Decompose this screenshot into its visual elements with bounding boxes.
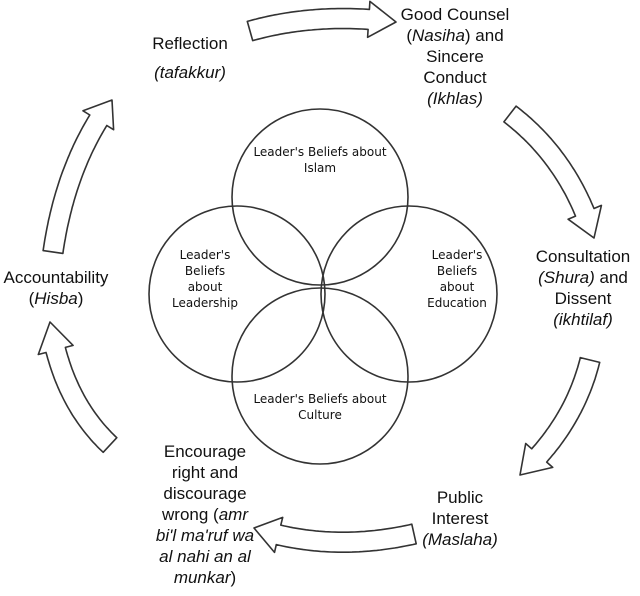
accountability-title: Accountability (3, 268, 109, 287)
arrow-consultation-to-public (519, 356, 601, 476)
belief-culture-line2: Culture (298, 408, 342, 422)
arrow-encourage-to-account (37, 321, 118, 454)
circle-education (320, 205, 498, 383)
good-counsel-and: ) and (464, 26, 504, 45)
encourage-line1: Encourage (163, 442, 247, 461)
encourage-line6: al nahi an al (159, 547, 251, 566)
cycle-arrows (37, 0, 603, 554)
consultation-and: and (594, 268, 628, 287)
belief-leadership-line4: Leadership (172, 296, 238, 310)
good-counsel-term2: (Ikhlas) (427, 89, 483, 108)
encourage-line4-term: amr (218, 505, 248, 524)
belief-leadership-line1: Leader's (179, 248, 231, 262)
arrow-account-to-reflection (42, 99, 115, 255)
accountability-paren-close: ) (77, 289, 84, 308)
belief-leadership-line3: about (187, 280, 223, 294)
circle-culture (231, 287, 409, 465)
belief-culture-label: Leader's Beliefs about Culture (240, 391, 400, 423)
belief-islam-line1: Leader's Beliefs about (253, 145, 387, 159)
label-consultation: Consultation (Shura) and Dissent (ikhtil… (527, 246, 639, 330)
label-accountability: Accountability (Hisba) (0, 267, 112, 309)
belief-education-label: Leader's Beliefs about Education (407, 247, 507, 311)
good-counsel-line3: Sincere (426, 47, 484, 66)
encourage-line3: discourage (163, 484, 247, 503)
good-counsel-term1: Nasiha (412, 26, 465, 45)
label-encourage: Encourage right and discourage wrong (am… (130, 441, 280, 588)
label-good-counsel: Good Counsel (Nasiha) and Sincere Conduc… (390, 4, 520, 109)
reflection-term: (tafakkur) (154, 63, 226, 82)
belief-education-line1: Leader's (431, 248, 483, 262)
belief-education-line2: Beliefs (436, 264, 478, 278)
belief-leadership-label: Leader's Beliefs about Leadership (155, 247, 255, 311)
consultation-term2: (ikhtilaf) (553, 310, 613, 329)
belief-islam-label: Leader's Beliefs about Islam (240, 144, 400, 176)
good-counsel-line1: Good Counsel (400, 5, 510, 24)
consultation-line3: Dissent (554, 289, 612, 308)
belief-leadership-line2: Beliefs (184, 264, 226, 278)
belief-education-line4: Education (427, 296, 487, 310)
public-interest-line1: Public (436, 488, 484, 507)
consultation-line1: Consultation (535, 247, 631, 266)
arrow-counsel-to-consultation (503, 105, 603, 239)
good-counsel-line4: Conduct (423, 68, 487, 87)
circle-islam (231, 108, 409, 286)
reflection-title: Reflection (152, 34, 228, 53)
circle-leadership (148, 205, 326, 383)
label-public-interest: Public Interest (Maslaha) (400, 487, 520, 550)
label-reflection: Reflection (tafakkur) (120, 33, 260, 83)
arrow-public-to-encourage (253, 516, 418, 554)
encourage-line4-plain: wrong ( (162, 505, 219, 524)
belief-education-line3: about (439, 280, 475, 294)
encourage-line7-term: munkar (173, 568, 231, 587)
consultation-term1: (Shura) (538, 268, 595, 287)
encourage-line5: bi'l ma'ruf wa (155, 526, 255, 545)
encourage-line2: right and (171, 463, 239, 482)
accountability-term: Hisba (34, 289, 78, 308)
encourage-line7-close: ) (230, 568, 237, 587)
belief-culture-line1: Leader's Beliefs about (253, 392, 387, 406)
public-interest-term: (Maslaha) (422, 530, 498, 549)
accountability-paren-open: ( (28, 289, 35, 308)
public-interest-line2: Interest (431, 509, 489, 528)
arrow-reflection-to-counsel (246, 0, 397, 42)
belief-islam-line2: Islam (303, 161, 337, 175)
